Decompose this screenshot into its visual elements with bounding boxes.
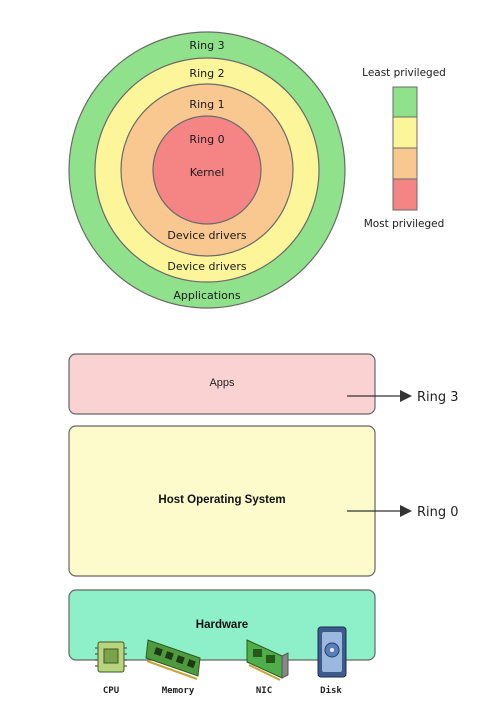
memory-icon [145, 639, 201, 680]
legend-most-privileged-label: Most privileged [364, 218, 445, 230]
privilege-legend: Least privileged Most privileged [362, 67, 446, 230]
ring-1-label: Ring 1 [189, 98, 224, 111]
nic-icon [246, 639, 289, 681]
device-drivers-outer-label: Device drivers [167, 260, 246, 273]
device-drivers-inner-label: Device drivers [167, 229, 246, 242]
ring-3-label: Ring 3 [189, 39, 224, 52]
legend-swatch-ring-0 [392, 178, 418, 211]
applications-label: Applications [173, 289, 240, 302]
layer-stack: Apps Host Operating System Hardware [68, 353, 376, 661]
kernel-label: Kernel [190, 166, 225, 179]
disk-icon [317, 626, 347, 678]
legend-swatch-ring-1 [392, 147, 418, 180]
apps-ring-label: Ring 3 [417, 390, 459, 405]
ring-arrows [347, 390, 412, 517]
apps-ring-arrow-head [400, 390, 412, 402]
ring-0-circle [152, 115, 262, 225]
os-ring-label: Ring 0 [417, 505, 459, 520]
legend-least-privileged-label: Least privileged [362, 67, 446, 79]
host-os-layer-label: Host Operating System [158, 494, 285, 506]
protection-rings [68, 31, 346, 309]
host-os-layer [68, 425, 376, 577]
apps-layer-label: Apps [209, 377, 235, 389]
ring-2-label: Ring 2 [189, 67, 224, 80]
cpu-label: CPU [103, 686, 119, 696]
ring-0-label: Ring 0 [189, 133, 224, 146]
os-ring-arrow-head [400, 505, 412, 517]
memory-label: Memory [162, 686, 195, 696]
legend-swatch-ring-3 [392, 86, 418, 118]
legend-swatch-ring-2 [392, 116, 418, 149]
apps-layer [68, 353, 376, 415]
nic-label: NIC [256, 686, 272, 696]
disk-label: Disk [320, 685, 342, 696]
hardware-layer [68, 589, 376, 661]
cpu-icon [95, 641, 127, 673]
hardware-layer-label: Hardware [196, 619, 248, 631]
